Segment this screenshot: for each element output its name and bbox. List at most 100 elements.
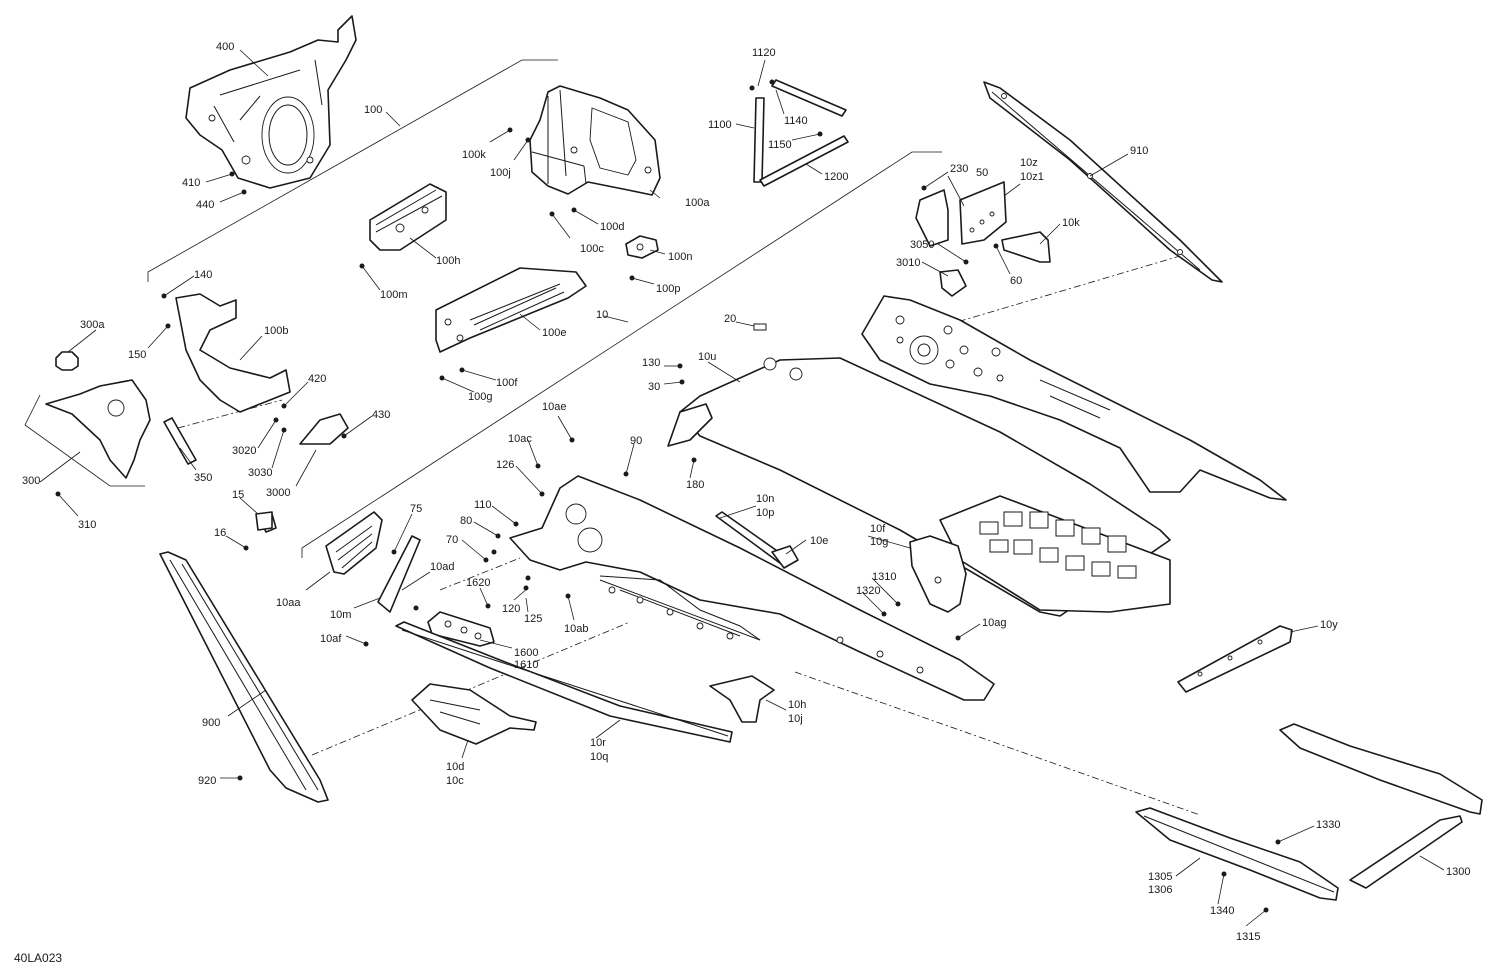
callout-10m: 10m [330, 609, 351, 621]
callout-3000: 3000 [266, 487, 290, 499]
callout-1315: 1315 [1236, 931, 1260, 943]
callout-10z1: 10z1 [1020, 171, 1044, 183]
group-bracket-lines [24, 59, 942, 558]
callout-126: 126 [496, 459, 514, 471]
callout-1610: 1610 [514, 659, 538, 671]
callout-10z: 10z [1020, 157, 1038, 169]
tunnel-side-panel-right [861, 295, 1287, 501]
callout-430: 430 [372, 409, 390, 421]
callout-440: 440 [196, 199, 214, 211]
callout-10k: 10k [1062, 217, 1080, 229]
alignment-lines [177, 255, 1201, 816]
callout-100h: 100h [436, 255, 460, 267]
callout-110: 110 [474, 499, 492, 511]
callout-100j: 100j [490, 167, 511, 179]
callout-10p: 10p [756, 507, 774, 519]
callout-1310: 1310 [872, 571, 896, 583]
callout-10c: 10c [446, 775, 464, 787]
callout-10d: 10d [446, 761, 464, 773]
callout-1150: 1150 [768, 139, 792, 151]
leader-lines [39, 49, 1445, 927]
callout-1120: 1120 [752, 47, 776, 59]
callout-60: 60 [1010, 275, 1022, 287]
callout-100m: 100m [380, 289, 408, 301]
callout-10y: 10y [1320, 619, 1338, 631]
rods-1100-1140-1200 [753, 79, 849, 187]
callout-10e: 10e [810, 535, 828, 547]
callout-1305: 1305 [1148, 871, 1172, 883]
callout-10u: 10u [698, 351, 716, 363]
bulkhead-100a [529, 85, 661, 196]
callout-10g: 10g [870, 536, 888, 548]
callout-1320: 1320 [856, 585, 880, 597]
callout-180: 180 [686, 479, 704, 491]
callout-310: 310 [78, 519, 96, 531]
front-frame-400 [185, 15, 357, 189]
strut-10ad [377, 535, 421, 613]
callout-10ac: 10ac [508, 433, 532, 445]
callout-140: 140 [194, 269, 212, 281]
callout-100f: 100f [496, 377, 518, 389]
callout-920: 920 [198, 775, 216, 787]
callout-10n: 10n [756, 493, 774, 505]
callout-30: 30 [648, 381, 660, 393]
callout-3030: 3030 [248, 467, 272, 479]
rail-910 [983, 81, 1223, 283]
callout-80: 80 [460, 515, 472, 527]
part-15 [255, 511, 273, 531]
bracket-100n [625, 235, 659, 259]
callout-910: 910 [1130, 145, 1148, 157]
callout-50: 50 [976, 167, 988, 179]
cutout-plate [939, 495, 1171, 613]
rail-10y [1177, 625, 1293, 693]
callout-75: 75 [410, 503, 422, 515]
callout-120: 120 [502, 603, 520, 615]
callout-300a: 300a [80, 319, 105, 331]
callout-100g: 100g [468, 391, 492, 403]
callout-420: 420 [308, 373, 326, 385]
callout-10ad: 10ad [430, 561, 454, 573]
callout-90: 90 [630, 435, 642, 447]
callout-130: 130 [642, 357, 660, 369]
callout-10af: 10af [320, 633, 342, 645]
callout-100k: 100k [462, 149, 486, 161]
callout-100a: 100a [685, 197, 710, 209]
fasteners [55, 79, 1281, 913]
callout-16: 16 [214, 527, 226, 539]
figure-id: 40LA023 [14, 951, 62, 965]
callout-1140: 1140 [784, 115, 808, 127]
strip-10r [395, 621, 733, 743]
callout-125: 125 [524, 613, 542, 625]
callout-230: 230 [950, 163, 968, 175]
callout-10f: 10f [870, 523, 886, 535]
callout-1600: 1600 [514, 647, 538, 659]
callout-1200: 1200 [824, 171, 848, 183]
callout-3010: 3010 [896, 257, 920, 269]
main-tunnel-10 [509, 475, 995, 701]
plate-100h [369, 183, 447, 251]
callout-1340: 1340 [1210, 905, 1234, 917]
callout-100d: 100d [600, 221, 624, 233]
left-frame-300-100b [45, 293, 291, 533]
callout-1620: 1620 [466, 577, 490, 589]
callout-labels: 400 100 410 440 100k 100j 100d 100a 100c… [22, 41, 1470, 943]
callout-10aa: 10aa [276, 597, 301, 609]
callout-100c: 100c [580, 243, 604, 255]
callout-300: 300 [22, 475, 40, 487]
callout-1330: 1330 [1316, 819, 1340, 831]
grille-10aa [325, 511, 383, 575]
callout-10ae: 10ae [542, 401, 566, 413]
callout-100n: 100n [668, 251, 692, 263]
callout-10ab: 10ab [564, 623, 588, 635]
callout-10: 10 [596, 309, 608, 321]
rail-900 [159, 551, 329, 803]
callout-10r: 10r [590, 737, 606, 749]
tunnel-front-100e [435, 267, 587, 353]
callout-100: 100 [364, 104, 382, 116]
callout-1100: 1100 [708, 119, 732, 131]
callout-900: 900 [202, 717, 220, 729]
callout-150: 150 [128, 349, 146, 361]
bracket-10h [709, 675, 775, 723]
bracket-10d [411, 683, 537, 745]
